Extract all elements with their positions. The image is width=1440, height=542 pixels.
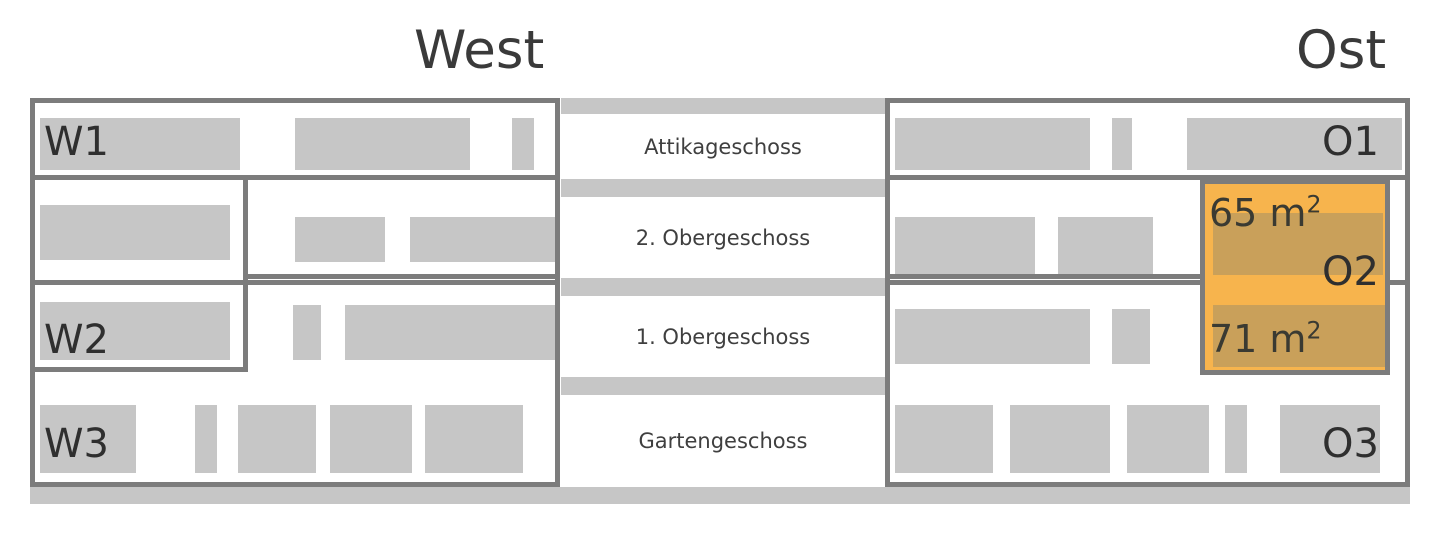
room-rect	[1225, 405, 1247, 473]
floor-label-gartengeschoss: Gartengeschoss	[638, 429, 808, 453]
room-rect	[295, 118, 470, 170]
room-rect	[195, 405, 217, 473]
unit-outline-w1[interactable]	[30, 98, 560, 180]
room-rect	[410, 217, 555, 262]
unit-label-w3: W3	[44, 421, 109, 467]
room-rect-highlight	[1213, 305, 1385, 367]
floor-label-attikageschoss: Attikageschoss	[644, 134, 802, 159]
unit-highlight-o2[interactable]	[1200, 179, 1390, 375]
room-rect	[1280, 405, 1380, 473]
area-label-lower: 71 m2	[1209, 317, 1321, 361]
area-exponent-lower: 2	[1306, 316, 1322, 345]
room-rect	[1058, 217, 1153, 275]
room-rect	[895, 118, 1090, 170]
area-exponent-upper: 2	[1306, 190, 1322, 219]
room-rect	[40, 205, 230, 260]
room-rect	[40, 302, 230, 360]
room-rect	[1010, 405, 1110, 473]
area-label-upper: 65 m2	[1209, 191, 1321, 235]
room-rect	[895, 217, 1035, 275]
unit-outline-w2-upper[interactable]	[243, 175, 560, 279]
floor-label-1-obergeschoss: 1. Obergeschoss	[635, 324, 811, 349]
area-value-lower: 71 m	[1209, 317, 1307, 361]
base-slab	[30, 487, 1410, 504]
building-block-west	[30, 98, 560, 487]
unit-label-o1: O1	[1322, 119, 1379, 165]
room-rect	[330, 405, 412, 473]
room-rect	[512, 118, 534, 170]
room-rect	[1187, 118, 1402, 170]
core-floor-legend: Attikageschoss 2. Obergeschoss 1. Oberge…	[561, 98, 885, 487]
room-rect	[1112, 309, 1150, 364]
floor-slab	[561, 278, 885, 296]
room-rect	[895, 309, 1090, 364]
heading-west: West	[414, 20, 545, 81]
room-rect	[345, 305, 555, 360]
floor-slab	[561, 98, 885, 114]
unit-outline-o2-neighbour[interactable]	[885, 175, 1205, 279]
unit-outline-w3[interactable]	[30, 280, 560, 487]
unit-label-o2: O2	[1322, 249, 1379, 295]
room-rect-highlight	[1213, 213, 1383, 275]
unit-outline-o3[interactable]	[885, 280, 1410, 487]
unit-label-w2: W2	[44, 317, 109, 363]
room-rect	[1112, 118, 1132, 170]
room-rect	[1127, 405, 1209, 473]
area-value-upper: 65 m	[1209, 191, 1307, 235]
room-rect	[40, 405, 136, 473]
unit-label-w1: W1	[44, 119, 109, 165]
room-rect	[295, 217, 385, 262]
floor-slab	[561, 377, 885, 395]
room-rect	[293, 305, 321, 360]
room-rect	[238, 405, 316, 473]
floor-slab	[561, 179, 885, 197]
floor-label-2-obergeschoss: 2. Obergeschoss	[635, 225, 811, 250]
heading-ost: Ost	[1296, 20, 1387, 81]
room-rect	[895, 405, 993, 473]
room-rect	[40, 118, 240, 170]
room-rect	[425, 405, 523, 473]
unit-label-o3: O3	[1322, 421, 1379, 467]
